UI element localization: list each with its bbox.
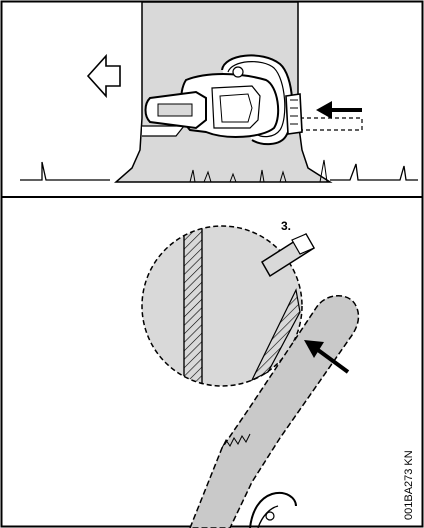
figure-code-label: 001BA273 KN <box>403 450 415 520</box>
grass-tufts <box>189 159 328 183</box>
hidden-bar-outline <box>300 117 363 131</box>
chainsaw-top-view <box>144 54 303 146</box>
trunk-cross-section <box>141 225 303 387</box>
feed-arrow-icon <box>304 340 350 374</box>
felling-wedge <box>260 232 316 278</box>
push-arrow-icon <box>316 101 362 119</box>
hinge-band <box>183 226 203 386</box>
step-number-label: 3. <box>281 219 292 233</box>
ground-line <box>20 161 418 181</box>
bottom-panel <box>141 225 360 528</box>
direction-arrow-icon <box>86 53 121 99</box>
saw-chain-teeth <box>221 433 251 449</box>
top-panel <box>20 1 418 183</box>
back-cut-wedge <box>250 288 301 382</box>
hinge-notch <box>142 125 186 137</box>
